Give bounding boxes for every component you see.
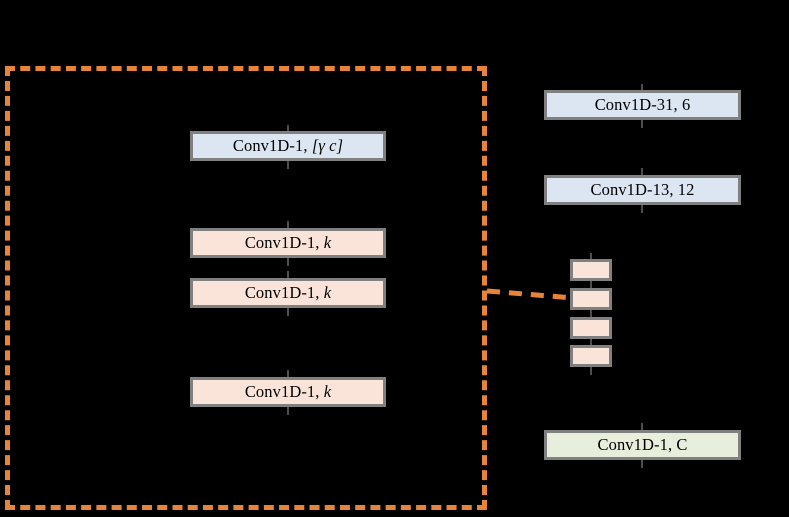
block-conv1d-31-6[interactable]: Conv1D-31, 6 <box>544 90 741 120</box>
block-label: Conv1D-1, k <box>244 381 332 401</box>
block-label: Conv1D-31, 6 <box>594 94 691 114</box>
block-label: Conv1D-1, C <box>597 434 688 454</box>
mini-block-2[interactable] <box>570 288 612 310</box>
dashed-group-boundary <box>5 66 487 510</box>
block-conv1d-1-gamma-c[interactable]: Conv1D-1, [γ c] <box>190 131 386 161</box>
connector-stub <box>641 168 643 176</box>
block-conv1d-1-k-b[interactable]: Conv1D-1, k <box>190 278 386 308</box>
connector-stub <box>287 221 289 229</box>
block-conv1d-13-12[interactable]: Conv1D-13, 12 <box>544 175 741 205</box>
connector-stub <box>287 407 289 415</box>
mini-block-1[interactable] <box>570 259 612 281</box>
connector-stub <box>641 120 643 128</box>
mini-block-4[interactable] <box>570 345 612 367</box>
connector-stub <box>641 205 643 213</box>
block-conv1d-1-c[interactable]: Conv1D-1, C <box>544 430 741 460</box>
connector-stub <box>287 308 289 316</box>
connector-stub <box>641 460 643 468</box>
block-conv1d-1-k-c[interactable]: Conv1D-1, k <box>190 377 386 407</box>
connector-stub <box>590 310 592 318</box>
block-label: Conv1D-1, [γ c] <box>232 135 344 155</box>
connector-stub <box>590 367 592 375</box>
connector-stub <box>287 258 289 266</box>
connector-stub <box>590 253 592 260</box>
connector-stub <box>287 370 289 378</box>
connector-stub <box>590 338 592 346</box>
mini-block-3[interactable] <box>570 317 612 339</box>
connector-stub <box>641 423 643 431</box>
connector-stub <box>590 281 592 289</box>
block-label: Conv1D-1, k <box>244 282 332 302</box>
block-label: Conv1D-1, k <box>244 232 332 252</box>
connector-stub <box>287 271 289 279</box>
block-label: Conv1D-13, 12 <box>590 179 695 199</box>
block-conv1d-1-k-a[interactable]: Conv1D-1, k <box>190 228 386 258</box>
connector-stub <box>287 125 289 132</box>
connector-stub <box>641 84 643 91</box>
connector-stub <box>287 161 289 169</box>
